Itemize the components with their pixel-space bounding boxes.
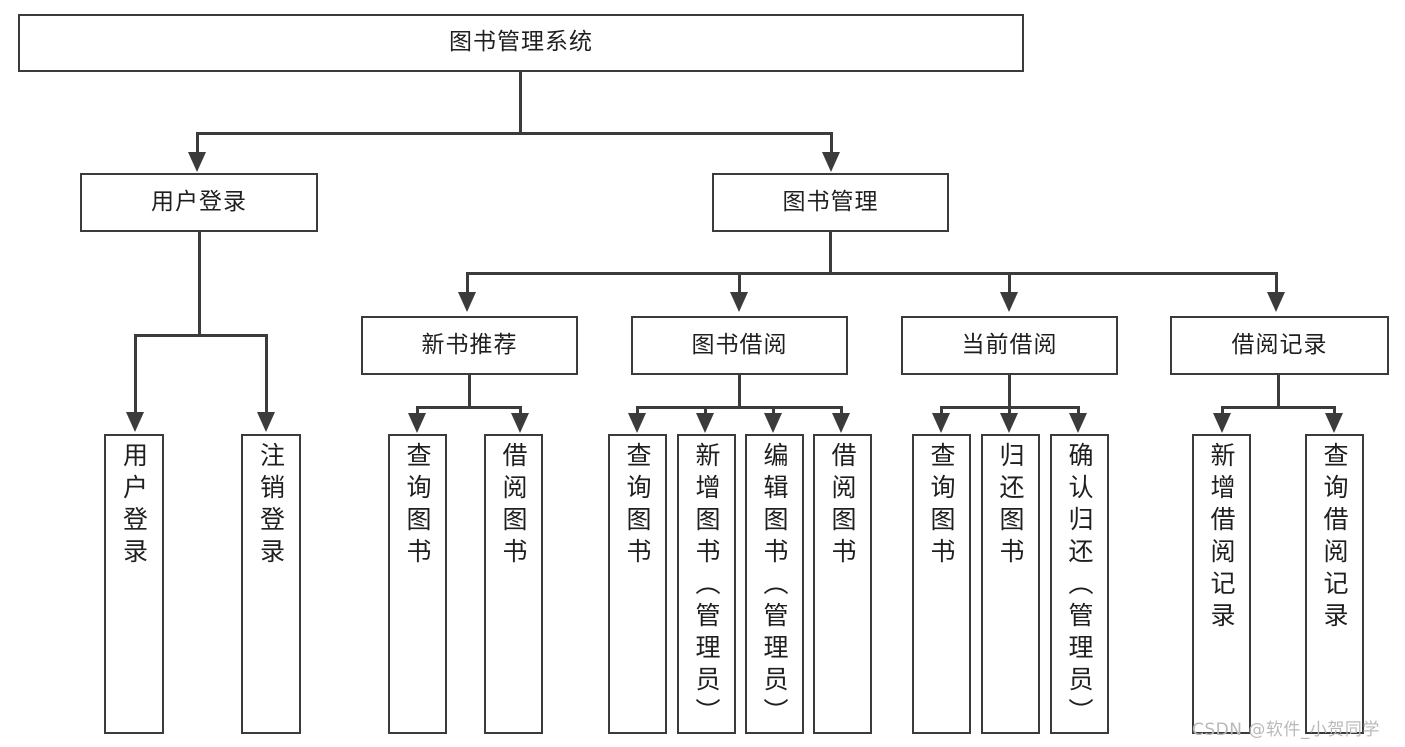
connector-bb-branch-4 [840,406,843,415]
leaf-current-borrow-1[interactable]: 查询图书 [912,434,971,734]
node-label: 用户登录 [151,188,247,215]
connector-user-login-branch-1 [134,334,137,414]
connector-user-login-stem [198,232,201,337]
leaf-book-borrow-3[interactable]: 编辑图书（管理员） [745,434,804,734]
node-book-manage[interactable]: 图书管理 [712,173,949,232]
arrow-br-leaf-2 [1325,413,1343,433]
node-root-system[interactable]: 图书管理系统 [18,14,1024,72]
leaf-new-book-2[interactable]: 借阅图书 [484,434,543,734]
connector-user-login-bus [134,334,268,337]
arrow-bm-to-book-borrow [730,292,748,312]
connector-bm-branch-current-borrow [1008,272,1011,294]
node-label: 图书借阅 [691,331,788,358]
node-book-borrow[interactable]: 图书借阅 [631,316,848,375]
arrow-root-to-book-manage [822,152,840,172]
connector-bb-branch-2 [704,406,707,415]
connector-user-login-branch-2 [265,334,268,414]
connector-cb-branch-2 [1008,406,1011,415]
node-label: 注销登录 [256,442,286,570]
connector-bm-branch-borrow-record [1275,272,1278,294]
arrow-bb-leaf-4 [832,413,850,433]
connector-bb-branch-3 [772,406,775,415]
leaf-book-borrow-1[interactable]: 查询图书 [608,434,667,734]
arrow-user-login-leaf-1 [126,412,144,432]
node-label: 查询借阅记录 [1320,442,1349,634]
arrow-bb-leaf-3 [764,413,782,433]
node-label: 用户登录 [119,442,149,570]
node-label: 确认归还（管理员） [1065,442,1094,730]
connector-new-book-stem [468,375,471,408]
node-label: 查询图书 [623,442,652,570]
connector-root-to-user-login [196,132,199,154]
connector-br-branch-1 [1221,406,1224,415]
connector-borrow-record-stem [1277,375,1280,408]
node-borrow-record[interactable]: 借阅记录 [1170,316,1389,375]
leaf-current-borrow-3[interactable]: 确认归还（管理员） [1050,434,1109,734]
connector-book-borrow-stem [738,375,741,408]
connector-root-to-book-manage [830,132,833,154]
arrow-bb-leaf-1 [628,413,646,433]
arrow-bm-to-current-borrow [1000,292,1018,312]
node-label: 借阅图书 [828,442,857,570]
leaf-current-borrow-2[interactable]: 归还图书 [981,434,1040,734]
node-label: 借阅记录 [1231,331,1328,358]
arrow-cb-leaf-3 [1069,413,1087,433]
arrow-cb-leaf-1 [932,413,950,433]
leaf-borrow-record-2[interactable]: 查询借阅记录 [1305,434,1364,734]
leaf-borrow-record-1[interactable]: 新增借阅记录 [1192,434,1251,734]
connector-bm-branch-book-borrow [738,272,741,294]
node-label: 图书管理 [782,188,879,215]
leaf-book-borrow-4[interactable]: 借阅图书 [813,434,872,734]
node-label: 编辑图书（管理员） [760,442,789,730]
node-label: 当前借阅 [961,331,1058,358]
connector-root-bus [196,132,833,135]
connector-new-book-branch-1 [416,406,419,415]
csdn-watermark: CSDN @软件_小贺同学 [1192,720,1380,740]
leaf-user-login-1[interactable]: 用户登录 [104,434,164,734]
connector-bm-branch-new-book [466,272,469,294]
node-user-login[interactable]: 用户登录 [80,173,318,232]
node-new-book-recommend[interactable]: 新书推荐 [361,316,578,375]
node-label: 查询图书 [927,442,956,570]
connector-current-borrow-stem [1008,375,1011,408]
leaf-new-book-1[interactable]: 查询图书 [388,434,447,734]
arrow-br-leaf-1 [1213,413,1231,433]
leaf-user-login-2[interactable]: 注销登录 [241,434,301,734]
node-label: 查询图书 [403,442,432,570]
node-label: 借阅图书 [499,442,528,570]
connector-root-stem [519,72,522,134]
leaf-book-borrow-2[interactable]: 新增图书（管理员） [677,434,736,734]
connector-br-branch-2 [1333,406,1336,415]
arrow-user-login-leaf-2 [257,412,275,432]
connector-new-book-branch-2 [519,406,522,415]
arrow-new-book-leaf-1 [408,413,426,433]
node-label: 图书管理系统 [449,29,593,56]
connector-new-book-bus [416,406,522,409]
connector-cb-branch-3 [1077,406,1080,415]
node-label: 归还图书 [996,442,1025,570]
arrow-new-book-leaf-2 [511,413,529,433]
arrow-cb-leaf-2 [1000,413,1018,433]
node-label: 新增借阅记录 [1207,442,1236,634]
connector-book-manage-bus [466,272,1278,275]
connector-bb-branch-1 [636,406,639,415]
connector-cb-branch-1 [940,406,943,415]
connector-book-manage-stem [829,232,832,274]
arrow-bb-leaf-2 [696,413,714,433]
arrow-bm-to-borrow-record [1267,292,1285,312]
node-current-borrow[interactable]: 当前借阅 [901,316,1118,375]
arrow-bm-to-new-book [458,292,476,312]
node-label: 新增图书（管理员） [692,442,721,730]
node-label: 新书推荐 [421,331,518,358]
connector-book-borrow-bus [636,406,842,409]
connector-borrow-record-bus [1221,406,1336,409]
arrow-root-to-user-login [188,152,206,172]
